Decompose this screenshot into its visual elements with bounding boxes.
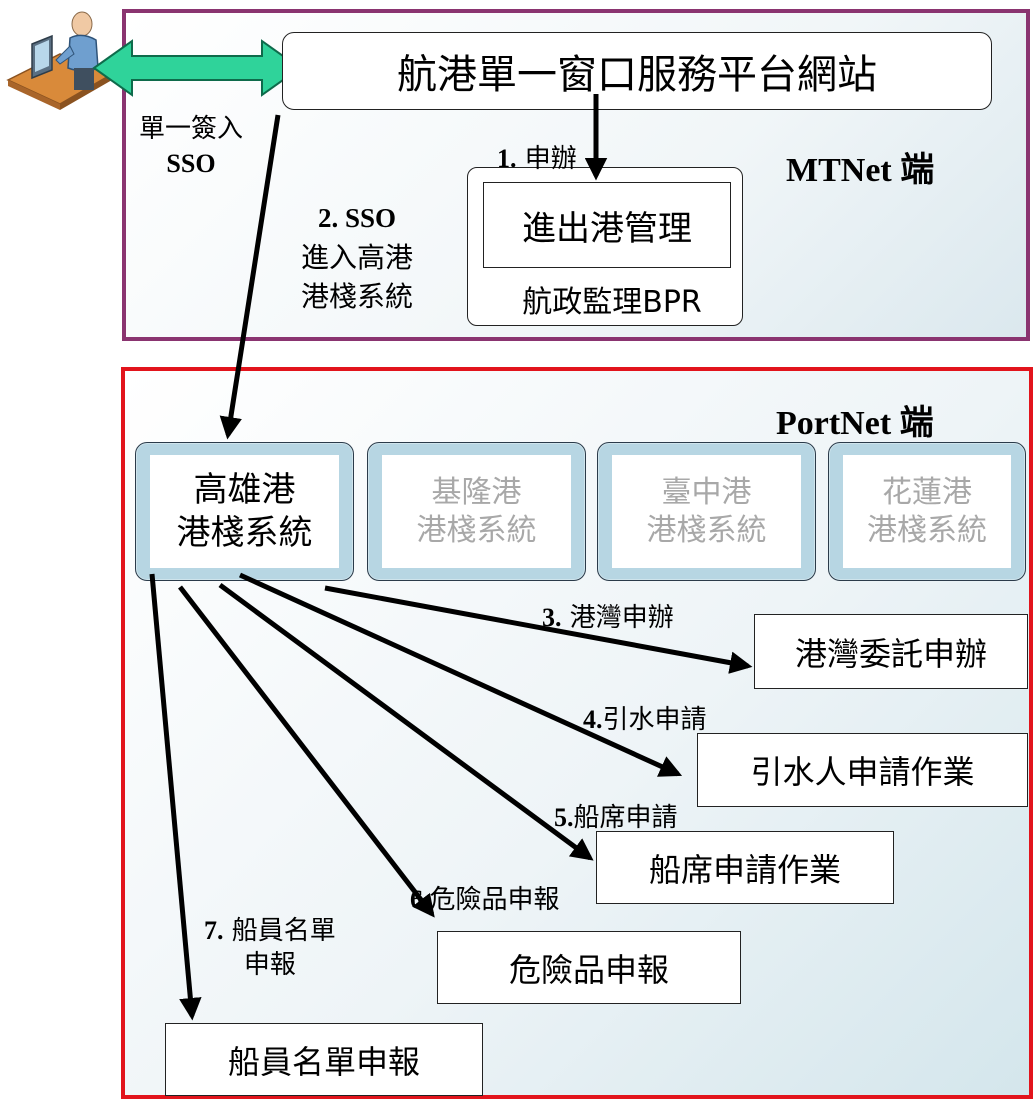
system-name: 高雄港	[193, 470, 296, 510]
step4-arrow	[238, 572, 683, 777]
system-name: 基隆港	[431, 475, 522, 510]
system-subtitle: 港棧系統	[867, 512, 987, 548]
portnet-region-label: PortNet 端	[776, 405, 934, 442]
step1-label: 1. 申辦	[497, 144, 577, 174]
crew-list-box[interactable]: 船員名單申報	[165, 1023, 483, 1096]
single-signon-label: 單一簽入 SSO	[138, 114, 243, 178]
step5-label: 5.船席申請	[554, 803, 678, 833]
mtnet-region-label: MTNet 端	[786, 152, 935, 189]
system-subtitle: 港棧系統	[646, 512, 767, 548]
berth-application-box[interactable]: 船席申請作業	[596, 831, 894, 904]
step3-arrow	[324, 585, 753, 674]
system-card-kaohsiung[interactable]: 高雄港 港棧系統	[135, 442, 354, 581]
system-card-taichung[interactable]: 臺中港 港棧系統	[597, 442, 816, 581]
step4-label: 4.引水申請	[583, 705, 707, 735]
user-at-computer-icon	[6, 11, 114, 110]
step5-arrow	[218, 582, 594, 861]
portal-website-box[interactable]: 航港單一窗口服務平台網站	[282, 32, 992, 110]
step6-arrow	[178, 585, 435, 918]
step3-label: 3. 港灣申辦	[542, 603, 674, 633]
step7-label: 7. 船員名單 申報	[204, 916, 336, 980]
step2-sso-arrow	[219, 114, 281, 440]
step2-label: 2. SSO 進入高港 港棧系統	[300, 203, 413, 313]
system-card-keelung[interactable]: 基隆港 港棧系統	[367, 442, 586, 581]
harbor-delegation-box[interactable]: 港灣委託申辦	[754, 614, 1028, 689]
system-name: 臺中港	[661, 475, 752, 510]
dangerous-goods-box[interactable]: 危險品申報	[437, 931, 741, 1004]
port-entry-management-box[interactable]: 進出港管理	[483, 182, 731, 268]
system-subtitle: 港棧系統	[176, 512, 313, 553]
step7-arrow	[149, 573, 202, 1021]
pilot-application-box[interactable]: 引水人申請作業	[697, 733, 1028, 807]
bpr-label: 航政監理BPR	[522, 285, 702, 320]
system-subtitle: 港棧系統	[416, 512, 537, 548]
system-name: 花蓮港	[882, 475, 972, 510]
system-card-hualien[interactable]: 花蓮港 港棧系統	[828, 442, 1026, 581]
